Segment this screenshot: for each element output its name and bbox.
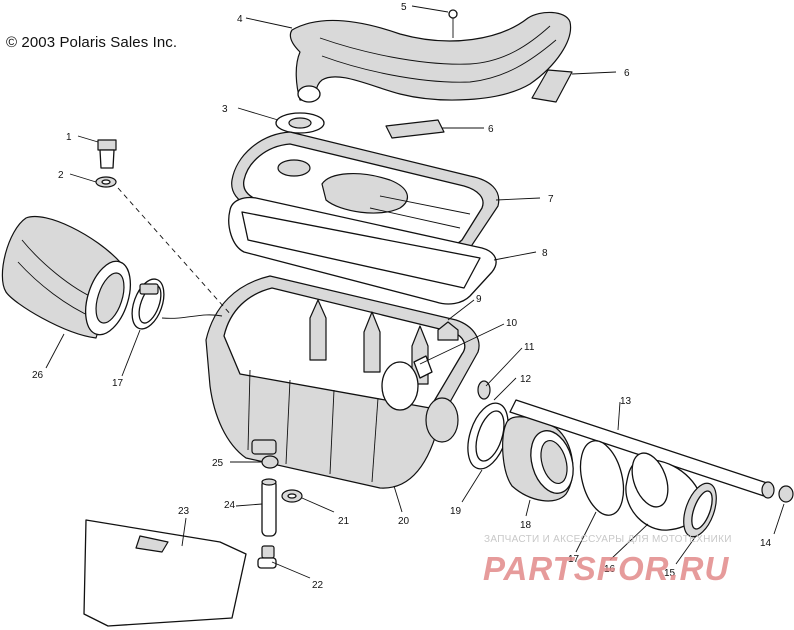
part-17-clamp-a [131, 278, 165, 330]
part-15-clamp [683, 482, 717, 538]
part-13-drain-tube [509, 399, 775, 499]
callout-17a: 17 [112, 378, 124, 389]
part-2-washer [95, 176, 117, 188]
callout-5: 5 [401, 2, 407, 13]
part-26-air-filter [1, 216, 132, 339]
callout-6a: 6 [624, 68, 630, 79]
callout-20: 20 [398, 516, 410, 527]
part-23-foam-pad [83, 519, 247, 627]
callout-2: 2 [58, 170, 64, 181]
part-18-inlet-adapter [502, 416, 574, 502]
part-3-grommet [275, 112, 325, 134]
callout-26: 26 [32, 370, 44, 381]
leader-lines [45, 5, 785, 579]
watermark-tagline: ЗАПЧАСТИ И АКСЕССУАРЫ ДЛЯ МОТОТЕХНИКИ [484, 534, 732, 545]
part-19-seal [467, 402, 509, 470]
callout-12: 12 [520, 374, 532, 385]
part-14-cap [778, 485, 794, 503]
callout-15: 15 [664, 568, 676, 579]
callout-19: 19 [450, 506, 462, 517]
part-5-screw [448, 9, 458, 38]
callout-11: 11 [524, 342, 535, 353]
part-16-boot [625, 452, 702, 531]
callout-8: 8 [542, 248, 548, 259]
watermark-brand: PARTSFOR.RU [483, 550, 730, 587]
filter-connection-line [161, 314, 223, 319]
part-4-intake-duct [289, 11, 572, 103]
callout-1: 1 [66, 132, 72, 143]
assembly-path-bolt [117, 187, 233, 317]
part-24-drain-tube [261, 478, 277, 537]
callout-13: 13 [620, 396, 632, 407]
part-21-washer [281, 489, 303, 503]
callout-16: 16 [604, 564, 616, 575]
callout-10: 10 [506, 318, 518, 329]
callout-22: 22 [312, 580, 324, 591]
callout-23: 23 [178, 506, 190, 517]
callout-labels: 1 2 3 4 5 6 6 7 8 9 10 11 12 13 14 15 16… [32, 2, 772, 591]
part-17-clamp-b [579, 440, 625, 516]
part-6-decal-a [531, 69, 573, 103]
callout-25: 25 [212, 458, 224, 469]
part-9-tab [437, 321, 459, 341]
callout-14: 14 [760, 538, 772, 549]
part-10-spacer [413, 355, 433, 379]
callout-6b: 6 [488, 124, 494, 135]
callout-4: 4 [237, 14, 243, 25]
callout-24: 24 [224, 500, 236, 511]
callout-9: 9 [476, 294, 482, 305]
part-6-decal-b [385, 119, 445, 139]
callout-7: 7 [548, 194, 554, 205]
callout-3: 3 [222, 104, 228, 115]
part-8-gasket [228, 196, 497, 305]
part-7-air-box-cover [231, 131, 500, 259]
callout-18: 18 [520, 520, 532, 531]
part-25-nut [261, 455, 279, 469]
copyright-notice: © 2003 Polaris Sales Inc. [6, 34, 178, 51]
part-1-bolt [97, 139, 117, 169]
callout-17b: 17 [568, 554, 580, 565]
part-22-plug [257, 545, 277, 569]
part-20-air-box [205, 275, 480, 489]
callout-21: 21 [338, 516, 350, 527]
